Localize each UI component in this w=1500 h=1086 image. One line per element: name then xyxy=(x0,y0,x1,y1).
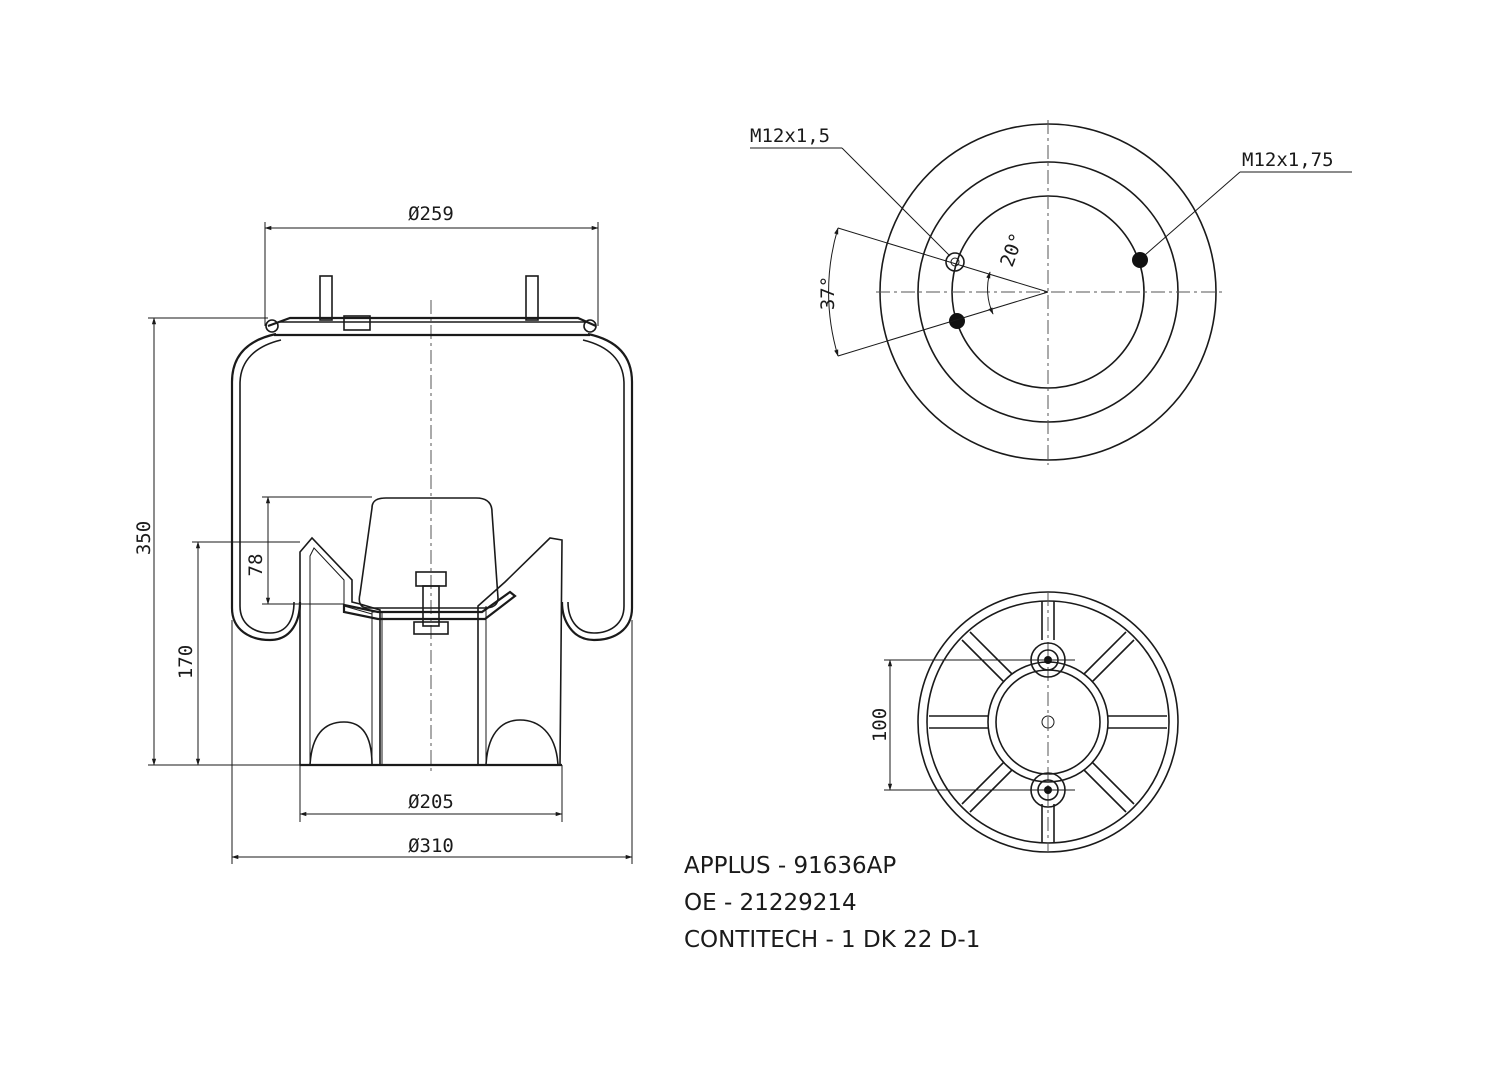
part-number-block: APPLUS - 91636AP OE - 21229214 CONTITECH… xyxy=(684,848,980,959)
top-view: 37° 20° M12x1,5 M12x1,75 xyxy=(750,120,1352,465)
part-number-applus: APPLUS - 91636AP xyxy=(684,853,897,879)
piston-height-label: 170 xyxy=(175,645,197,679)
air-fitting xyxy=(343,315,371,331)
thread-label-left: M12x1,5 xyxy=(750,125,830,147)
part-number-contitech: CONTITECH - 1 DK 22 D-1 xyxy=(684,927,981,953)
piston-wall-right xyxy=(477,537,563,766)
thread-label-right: M12x1,75 xyxy=(1242,149,1334,171)
bottom-view: 100 xyxy=(869,591,1179,853)
part-number-oe: OE - 21229214 xyxy=(684,890,857,916)
stud-hole-right xyxy=(1132,252,1148,268)
bump-stop-height-label: 78 xyxy=(245,554,267,577)
piston-diameter-label: Ø205 xyxy=(408,791,454,813)
air-port-hole xyxy=(945,252,965,272)
side-view: Ø259 xyxy=(133,203,634,864)
top-plate-diameter-label: Ø259 xyxy=(408,203,454,225)
bellows-diameter-label: Ø310 xyxy=(408,835,454,857)
angle-20-label: 20° xyxy=(996,230,1028,270)
mounting-stud-right xyxy=(525,275,539,321)
stud-hole-left xyxy=(949,313,965,329)
piston-wall-left xyxy=(299,536,381,766)
overall-height-label: 350 xyxy=(133,521,155,555)
bellows-outline xyxy=(230,332,634,642)
mounting-stud-left xyxy=(319,275,333,321)
angle-37-label: 37° xyxy=(817,276,839,310)
stud-spacing-label: 100 xyxy=(869,708,891,742)
bump-stop xyxy=(358,497,499,609)
